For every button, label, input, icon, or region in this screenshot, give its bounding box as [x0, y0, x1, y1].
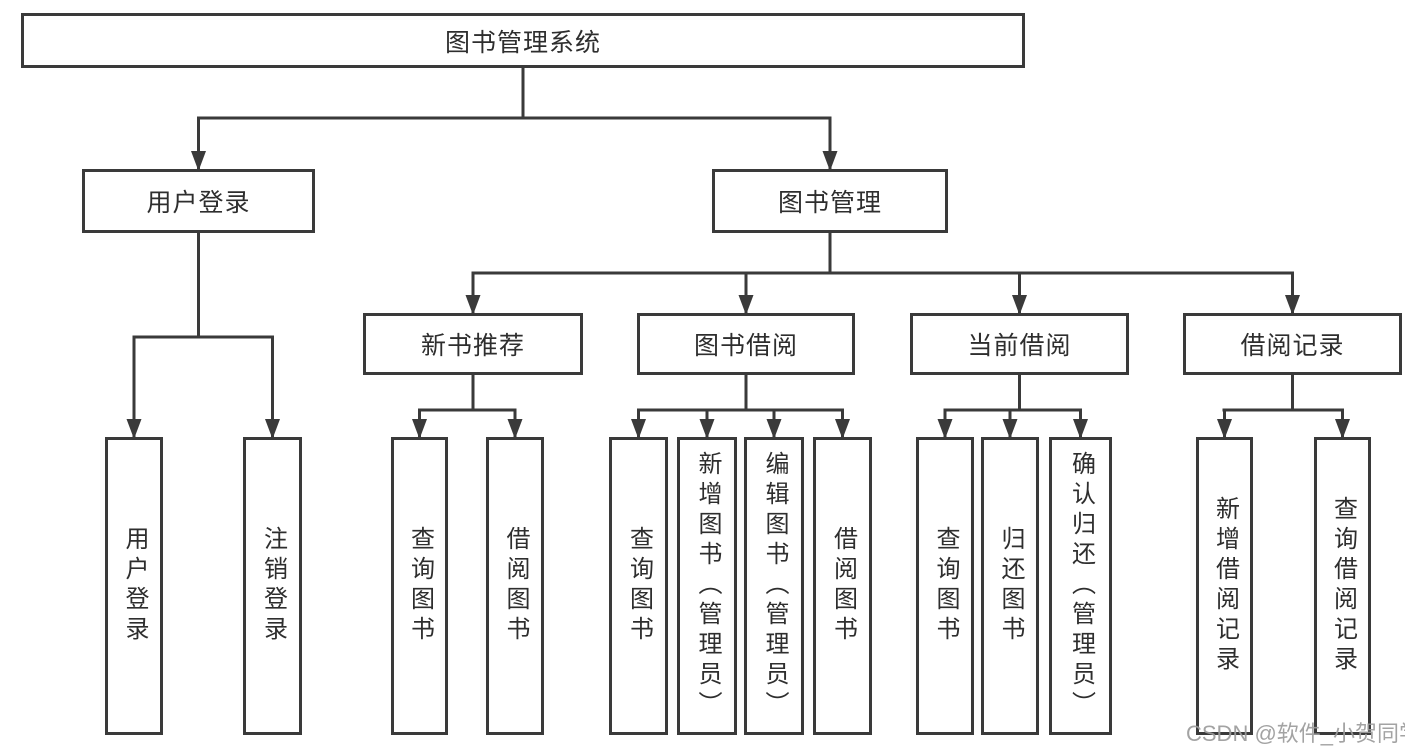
node-root-label: 图书管理系统 — [444, 28, 601, 57]
watermark: CSDN @软件_小贺同学 — [1186, 721, 1405, 746]
leaf-logout-label: 注销登录 — [259, 526, 287, 646]
leaf-bb-borrow-books: 借阅图书 — [813, 437, 872, 735]
node-book-management: 图书管理 — [712, 169, 948, 233]
node-user-login-label: 用户登录 — [146, 189, 251, 217]
leaf-bb-borrow-books-label: 借阅图书 — [829, 526, 857, 646]
leaf-bb-edit-books-admin-label: 编辑图书（管理员） — [761, 451, 788, 721]
leaf-br-query-record: 查询借阅记录 — [1314, 437, 1371, 735]
node-current-borrow-label: 当前借阅 — [967, 332, 1072, 360]
leaf-bb-query-books: 查询图书 — [609, 437, 668, 735]
node-book-borrow: 图书借阅 — [637, 313, 855, 375]
leaf-cb-query-books-label: 查询图书 — [932, 526, 959, 646]
leaf-br-query-record-label: 查询借阅记录 — [1329, 496, 1357, 676]
node-book-management-label: 图书管理 — [777, 189, 882, 217]
leaf-cb-return-books: 归还图书 — [981, 437, 1039, 735]
node-new-book-recommend: 新书推荐 — [363, 313, 583, 375]
leaf-bb-query-books-label: 查询图书 — [625, 526, 653, 646]
leaf-rec-borrow-books: 借阅图书 — [486, 437, 544, 735]
node-borrow-records-label: 借阅记录 — [1240, 332, 1345, 360]
node-book-borrow-label: 图书借阅 — [693, 332, 798, 360]
leaf-cb-confirm-return-admin: 确认归还（管理员） — [1049, 437, 1112, 735]
leaf-cb-return-books-label: 归还图书 — [997, 526, 1024, 646]
leaf-cb-confirm-return-admin-label: 确认归还（管理员） — [1067, 451, 1095, 721]
node-new-book-recommend-label: 新书推荐 — [420, 332, 525, 360]
node-borrow-records: 借阅记录 — [1183, 313, 1402, 375]
leaf-login: 用户登录 — [105, 437, 163, 735]
leaf-logout: 注销登录 — [243, 437, 302, 735]
node-root: 图书管理系统 — [21, 13, 1025, 68]
node-user-login: 用户登录 — [82, 169, 315, 233]
leaf-br-add-record: 新增借阅记录 — [1196, 437, 1253, 735]
leaf-rec-query-books-label: 查询图书 — [406, 526, 434, 646]
leaf-login-label: 用户登录 — [121, 526, 148, 646]
leaf-bb-edit-books-admin: 编辑图书（管理员） — [744, 437, 804, 735]
leaf-bb-add-books-admin-label: 新增图书（管理员） — [694, 451, 721, 721]
leaf-rec-borrow-books-label: 借阅图书 — [502, 526, 529, 646]
leaf-br-add-record-label: 新增借阅记录 — [1211, 496, 1239, 676]
node-current-borrow: 当前借阅 — [910, 313, 1129, 375]
leaf-cb-query-books: 查询图书 — [916, 437, 974, 735]
leaf-bb-add-books-admin: 新增图书（管理员） — [677, 437, 737, 735]
leaf-rec-query-books: 查询图书 — [391, 437, 448, 735]
